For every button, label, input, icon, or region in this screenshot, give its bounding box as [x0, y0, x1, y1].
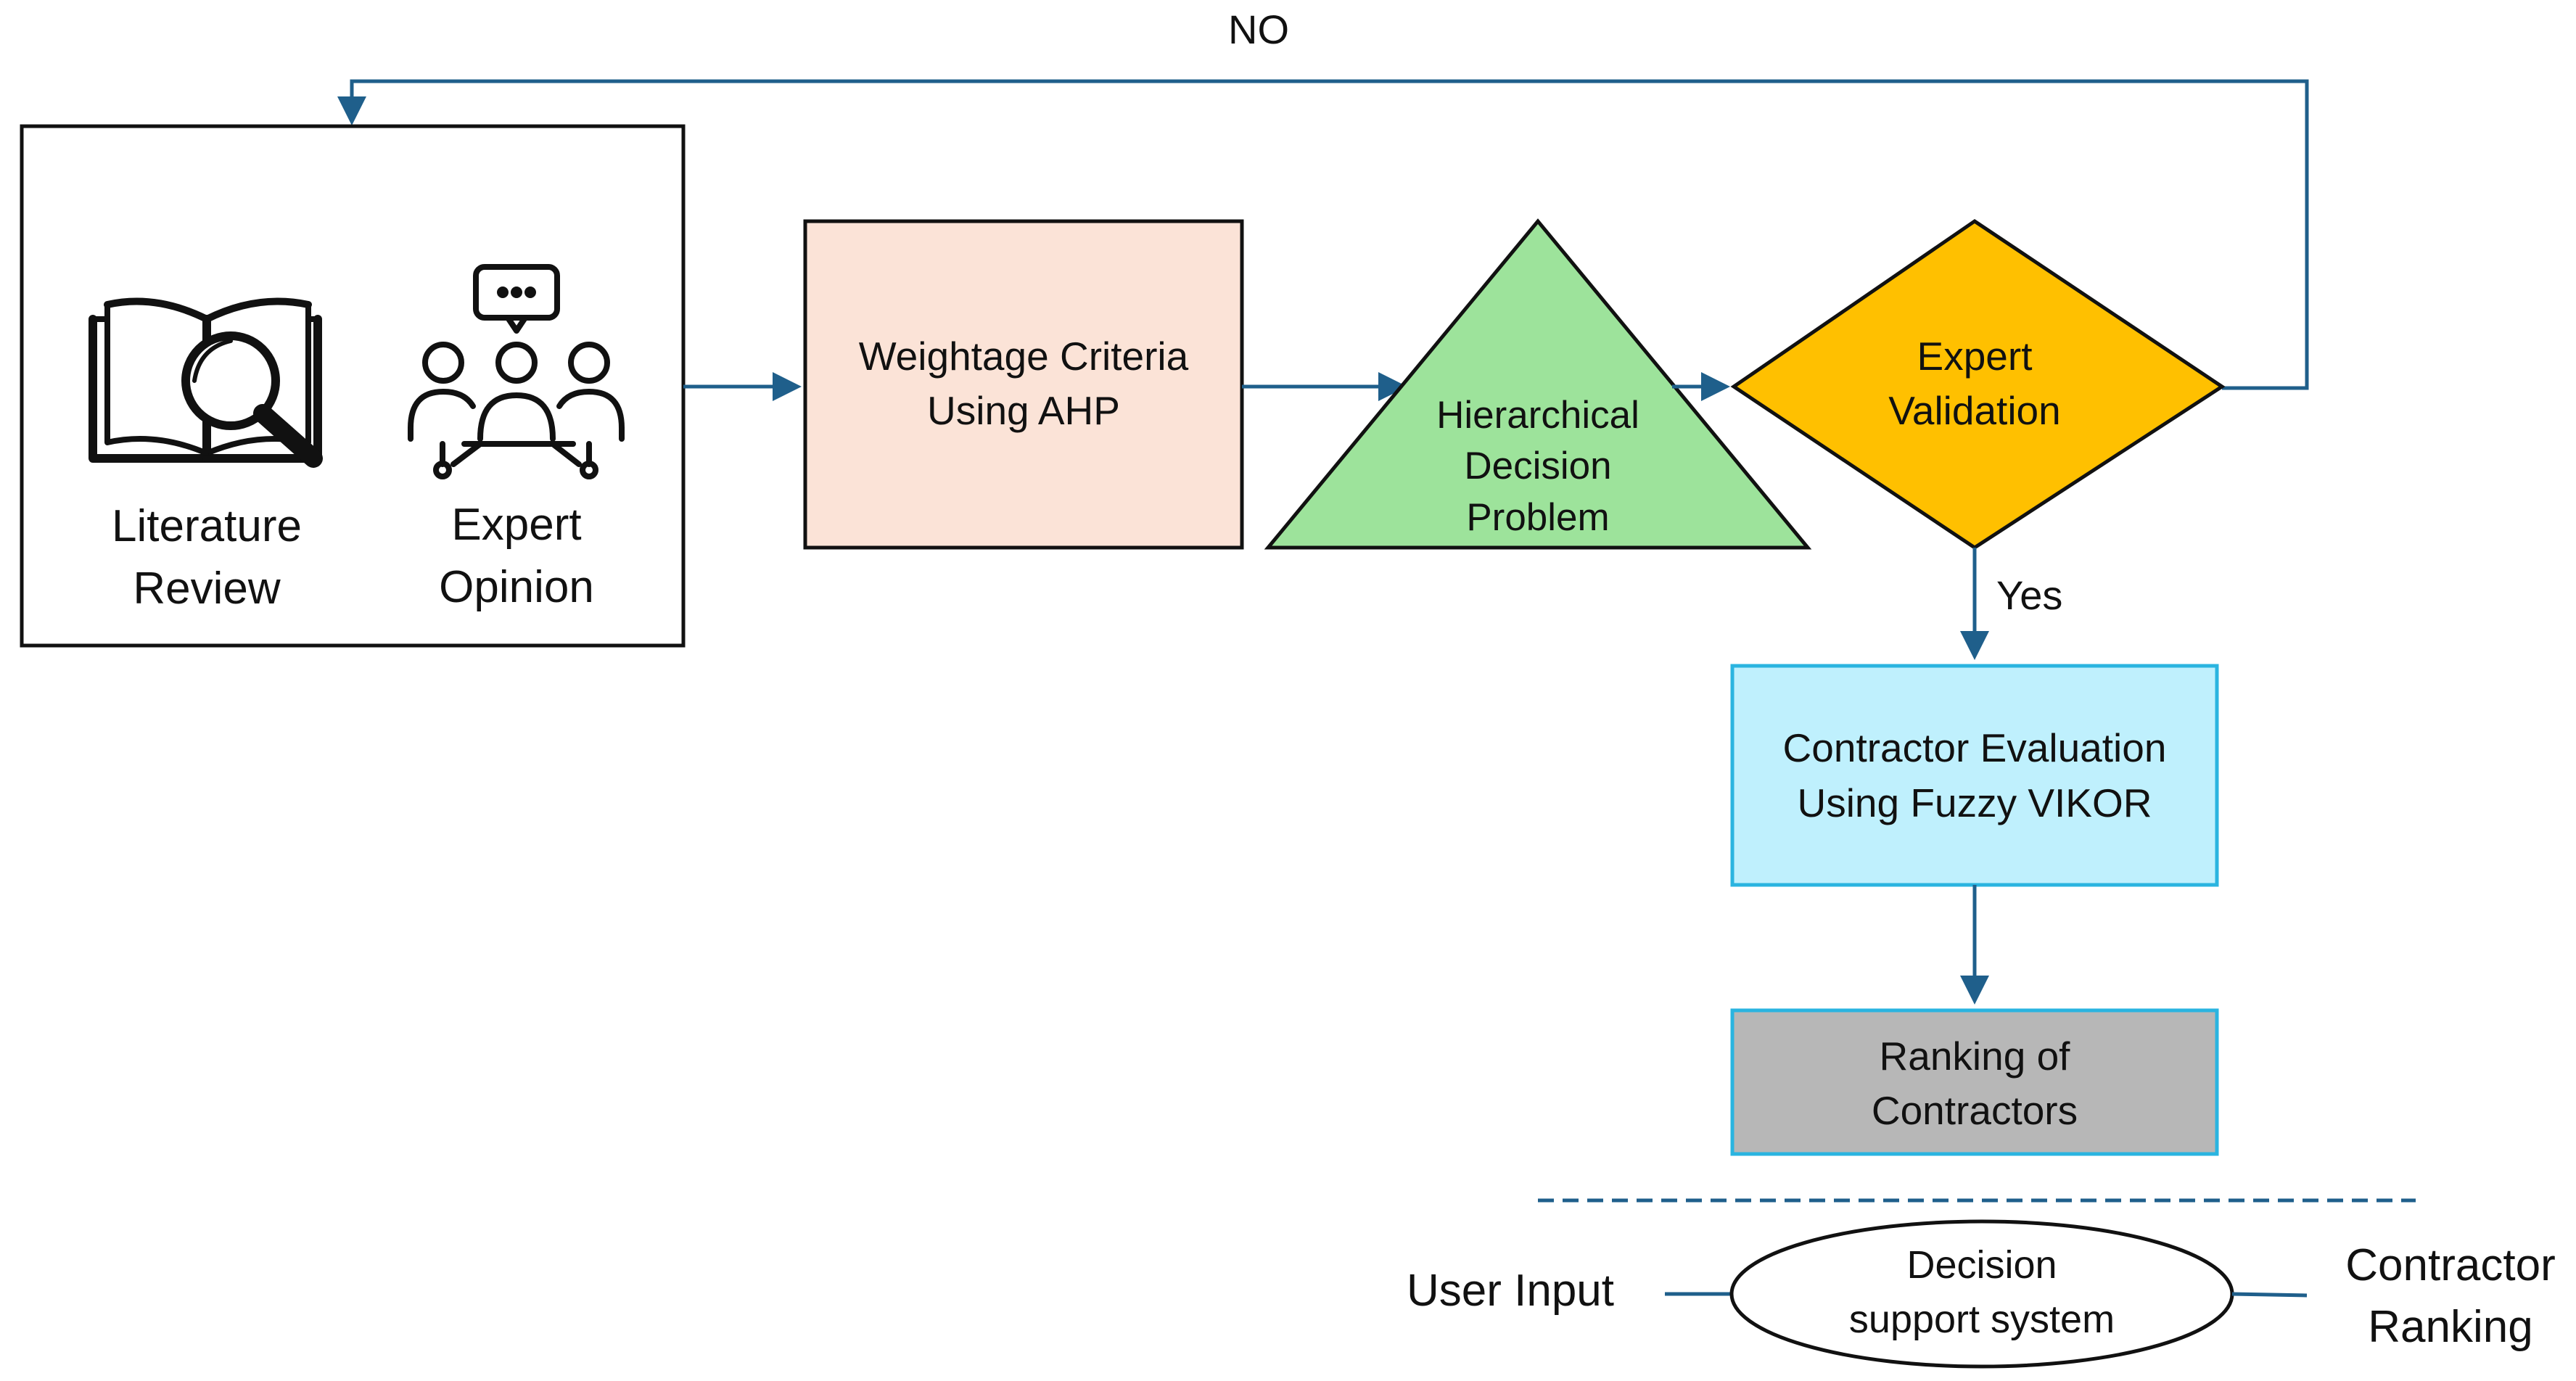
literature-review-label: Literature — [112, 501, 302, 551]
weightage-criteria-box — [803, 219, 1244, 550]
hierarchical-decision-triangle — [1264, 218, 1812, 550]
ranking-box — [1730, 1008, 2219, 1156]
connector-dss-to-output — [2231, 1292, 2308, 1298]
evaluation-label-line2: Using Fuzzy VIKOR — [1797, 780, 2152, 825]
dss-label-line2: support system — [1849, 1298, 2115, 1341]
dss-label: Decision — [1906, 1243, 2057, 1287]
yes-label: Yes — [1996, 572, 2062, 618]
contractor-evaluation-box — [1730, 664, 2219, 887]
evaluation-label: Contractor Evaluation — [1783, 725, 2167, 770]
input-sources-box — [20, 124, 686, 648]
expert-opinion-label-line2: Opinion — [439, 562, 594, 612]
hierarchy-label: Hierarchical — [1436, 394, 1639, 437]
contractor-ranking-output-label-line2: Ranking — [2368, 1302, 2532, 1352]
literature-review-label-line2: Review — [133, 564, 281, 614]
user-input-label: User Input — [1407, 1266, 1614, 1316]
hierarchy-label-line3: Problem — [1466, 496, 1609, 539]
expert-validation-diamond — [1730, 218, 2226, 550]
weightage-criteria-label: Weightage Criteria — [859, 334, 1189, 379]
ranking-label: Ranking of — [1880, 1034, 2071, 1079]
weightage-criteria-label-line2: Using AHP — [927, 388, 1120, 433]
validation-label: Expert — [1917, 334, 2033, 379]
expert-opinion-label: Expert — [451, 500, 581, 550]
expert-group-icon — [408, 264, 625, 479]
validation-label-line2: Validation — [1888, 388, 2060, 433]
hierarchy-label-line2: Decision — [1464, 445, 1611, 487]
ranking-label-line2: Contractors — [1872, 1088, 2078, 1133]
no-label: NO — [1228, 7, 1289, 52]
book-magnifier-icon — [89, 297, 323, 468]
contractor-ranking-output-label: Contractor — [2345, 1240, 2555, 1290]
no-feedback-connector — [337, 79, 2309, 390]
